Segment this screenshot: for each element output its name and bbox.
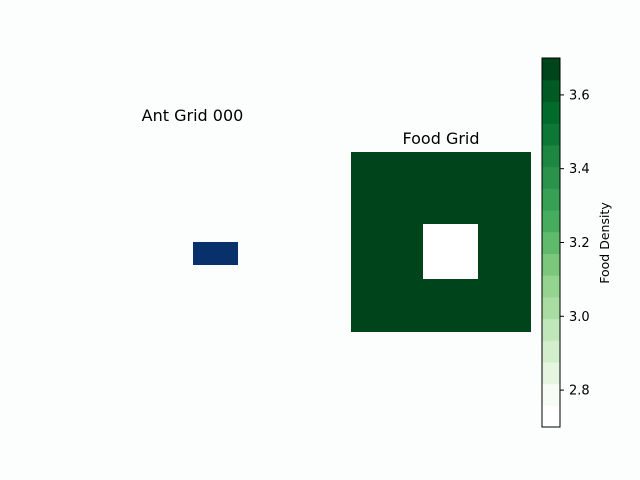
food-grid-title: Food Grid [402, 129, 479, 148]
colorbar-ticks: 2.8 3.0 3.2 3.4 3.6 [560, 88, 590, 399]
colorbar-band [542, 405, 560, 428]
ant-grid-panel: Ant Grid 000 [142, 106, 244, 265]
food-grid-cells [351, 152, 531, 332]
colorbar-band [542, 188, 560, 211]
colorbar-band [542, 318, 560, 341]
colorbar-tick-label: 2.8 [569, 384, 590, 399]
colorbar-band [542, 101, 560, 124]
colorbar-band [542, 296, 560, 320]
colorbar-band [542, 166, 560, 189]
colorbar-label: Food Density [597, 202, 612, 284]
colorbar-band [542, 253, 560, 276]
colorbar-band [542, 340, 560, 363]
colorbar-band [542, 361, 560, 385]
ant-grid-title: Ant Grid 000 [142, 106, 244, 125]
colorbar-tick-label: 3.4 [569, 162, 590, 177]
colorbar: 2.8 3.0 3.2 3.4 3.6 Food Density [541, 57, 612, 428]
colorbar-band [542, 275, 560, 298]
colorbar-tick-label: 3.0 [569, 310, 590, 325]
ant-cell [193, 242, 238, 265]
food-grid-panel: Food Grid [351, 129, 531, 332]
colorbar-band [542, 383, 560, 406]
colorbar-band [542, 231, 560, 254]
colorbar-tick-label: 3.2 [569, 236, 590, 251]
colorbar-band [542, 123, 560, 146]
colorbar-band [542, 209, 560, 233]
colorbar-tick-label: 3.6 [569, 88, 590, 103]
colorbar-band [542, 58, 560, 81]
ant-grid-cells [193, 242, 238, 265]
colorbar-band [542, 144, 560, 168]
colorbar-band [542, 79, 560, 103]
food-empty-region [423, 224, 478, 279]
colorbar-bands [542, 58, 560, 428]
